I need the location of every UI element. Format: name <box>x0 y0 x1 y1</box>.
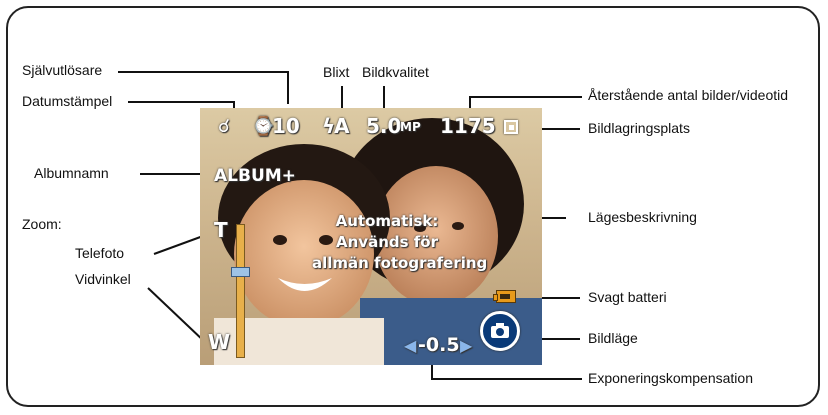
mode-line-2: Används för <box>312 232 462 253</box>
exposure-left-arrow-icon[interactable]: ◀ <box>404 336 416 355</box>
label-album-name: Albumnamn <box>34 165 109 181</box>
self-timer-value: 10 <box>272 114 300 138</box>
label-storage: Bildlagringsplats <box>588 120 690 136</box>
label-telephoto: Telefoto <box>75 245 124 261</box>
camera-mode-icon <box>480 311 520 351</box>
storage-icon <box>504 120 518 134</box>
mode-line-3: allmän fotografering <box>312 253 462 274</box>
zoom-tele-marker: T <box>214 218 228 242</box>
album-name-text: ALBUM+ <box>214 166 296 186</box>
quality-unit: MP <box>400 120 421 134</box>
label-date-stamp: Datumstämpel <box>22 93 112 109</box>
low-battery-icon <box>496 290 516 303</box>
label-wide-angle: Vidvinkel <box>75 271 131 287</box>
label-remaining: Återstående antal bilder/videotid <box>588 87 788 103</box>
label-self-timer: Självutlösare <box>22 62 102 78</box>
leader-wide-angle <box>148 288 206 343</box>
flash-mode-value: A <box>334 114 349 138</box>
zoom-slider-track[interactable] <box>236 224 245 358</box>
quality-value: 5.0 <box>366 114 401 138</box>
zoom-wide-marker: W <box>208 330 230 354</box>
label-mode-description: Lägesbeskrivning <box>588 209 697 225</box>
label-low-battery: Svagt batteri <box>588 289 667 305</box>
exposure-right-arrow-icon[interactable]: ▶ <box>460 336 472 355</box>
label-zoom: Zoom: <box>22 216 62 232</box>
label-exposure-comp: Exponeringskompensation <box>588 370 753 386</box>
leader-self-timer <box>118 72 288 104</box>
mode-description-text: Automatisk: Används för allmän fotografe… <box>312 211 462 274</box>
date-stamp-icon: ☌ <box>218 116 230 137</box>
label-flash: Blixt <box>323 64 349 80</box>
label-picture-mode: Bildläge <box>588 330 638 346</box>
label-picture-quality: Bildkvalitet <box>362 64 429 80</box>
mode-line-1: Automatisk: <box>312 211 462 232</box>
remaining-count: 1175 <box>440 114 496 138</box>
zoom-slider-handle[interactable] <box>231 267 250 277</box>
exposure-value: -0.5 <box>418 334 460 356</box>
